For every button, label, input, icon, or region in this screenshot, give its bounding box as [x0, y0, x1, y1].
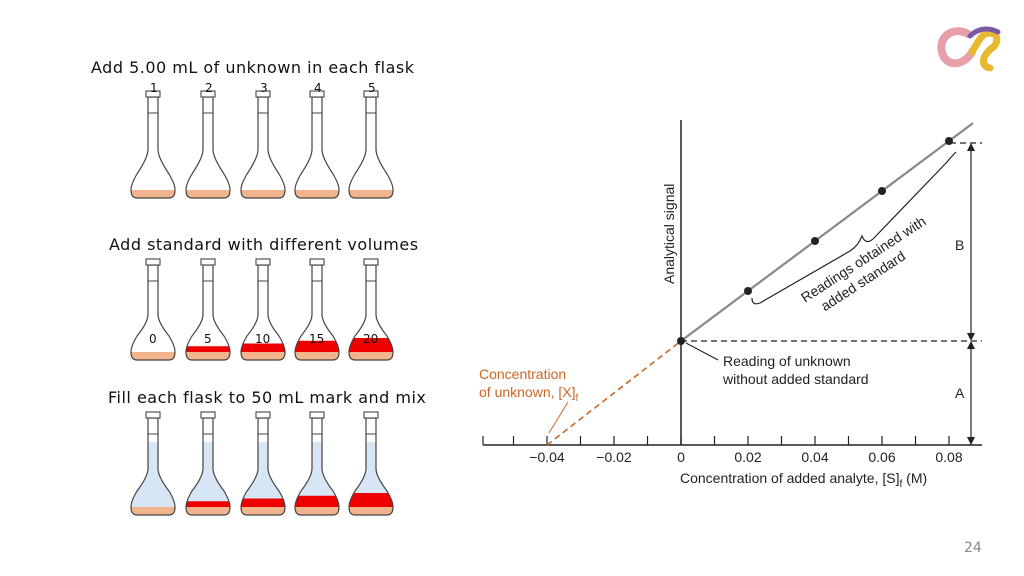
standard-fill: [186, 346, 230, 352]
flask-number-label: 2: [205, 81, 213, 95]
standard-volume-label: 10: [255, 332, 270, 346]
logo-icon: [937, 26, 1001, 72]
standard-volume-label: 15: [309, 332, 324, 346]
x-tick-label: 0: [677, 449, 685, 465]
standard-fill: [295, 495, 339, 507]
unknown-fill: [349, 507, 393, 515]
x-minor-ticks: [482, 436, 950, 445]
y-axis-label: Analytical signal: [661, 184, 677, 284]
x-tick-label: 0.04: [801, 449, 828, 465]
unknown-fill: [295, 190, 339, 198]
flask: [240, 90, 286, 199]
x-major-ticks: −0.04 −0.02 0 0.02 0.04 0.06 0.08: [529, 449, 963, 465]
unknown-fill: [186, 190, 230, 198]
standard-volume-label: 20: [363, 332, 378, 346]
standard-volume-label: 5: [204, 332, 212, 346]
unknown-reading-pointer: [685, 342, 719, 361]
unknown-fill: [131, 190, 175, 198]
standard-fill: [295, 340, 339, 352]
flask: [294, 90, 340, 199]
flask: [294, 258, 340, 361]
page-number: 24: [964, 540, 982, 556]
unknown-fill: [241, 190, 285, 198]
readings-brace: [751, 151, 957, 305]
arrow-a: [967, 341, 975, 445]
concentration-unknown-annotation: Concentration: [479, 366, 566, 382]
arrow-b: [967, 143, 975, 341]
unknown-fill: [349, 352, 393, 360]
unknown-fill: [131, 352, 175, 360]
flask: [240, 258, 286, 361]
x-tick-label: −0.04: [529, 449, 565, 465]
data-point: [744, 287, 752, 295]
flask-number-label: 1: [150, 81, 158, 95]
x-tick-label: 0.08: [935, 449, 962, 465]
data-point: [811, 237, 819, 245]
step2-title: Add standard with different volumes: [109, 235, 419, 254]
flask: [348, 90, 394, 199]
data-point: [878, 187, 886, 195]
unknown-fill: [295, 352, 339, 360]
concentration-unknown-pointer: [548, 401, 569, 434]
standard-fill: [186, 501, 230, 507]
standard-fill: [241, 498, 285, 507]
label-b: B: [955, 237, 964, 253]
unknown-fill: [131, 507, 175, 515]
data-point: [945, 137, 953, 145]
label-a: A: [955, 385, 965, 401]
flask-number-label: 4: [314, 81, 322, 95]
flask: [130, 90, 176, 199]
x-axis-label: Concentration of added analyte, [S]f (M): [680, 470, 927, 490]
standard-fill: [349, 493, 393, 507]
unknown-fill: [241, 352, 285, 360]
step1-title: Add 5.00 mL of unknown in each flask: [91, 58, 415, 77]
x-tick-label: 0.06: [868, 449, 895, 465]
flask: [185, 258, 231, 361]
flask: [348, 258, 394, 361]
flask: [185, 90, 231, 199]
unknown-fill: [186, 352, 230, 360]
step3-title: Fill each flask to 50 mL mark and mix: [108, 388, 427, 407]
unknown-fill: [295, 507, 339, 515]
flask-number-label: 5: [368, 81, 376, 95]
standard-fill: [241, 343, 285, 352]
concentration-unknown-annotation-2: of unknown, [X]f: [479, 384, 579, 404]
unknown-fill: [349, 190, 393, 198]
unknown-reading-annotation: Reading of unknown without added standar…: [722, 353, 869, 387]
unknown-fill: [186, 507, 230, 515]
fit-line: [680, 122, 974, 342]
x-tick-label: −0.02: [596, 449, 632, 465]
flask: [130, 258, 176, 361]
standard-volume-label: 0: [149, 332, 157, 346]
flask-diagram: 1 2 3 4 5 0 5 10 15 20: [130, 81, 394, 516]
standard-fill: [349, 338, 393, 352]
unknown-fill: [241, 507, 285, 515]
data-point: [677, 337, 685, 345]
flask-number-label: 3: [260, 81, 268, 95]
x-tick-label: 0.02: [734, 449, 761, 465]
extrapolation-line: [546, 340, 682, 446]
readings-annotation: Readings obtained with added standard: [798, 211, 942, 321]
